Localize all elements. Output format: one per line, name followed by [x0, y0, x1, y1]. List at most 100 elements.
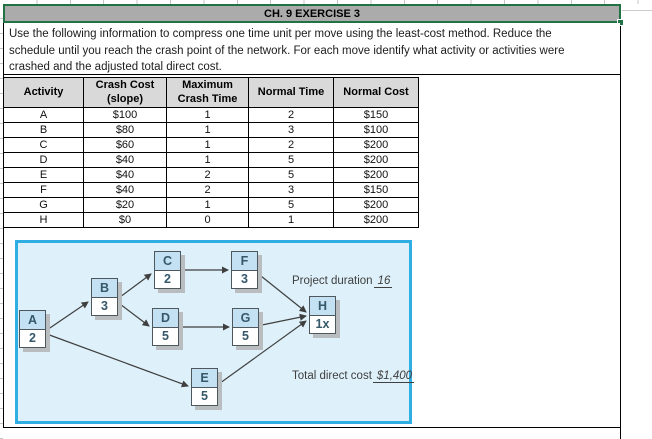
table-cell[interactable]: 3	[248, 182, 334, 198]
table-row: G $20 1 5 $200	[3, 197, 419, 213]
table-header-row: Activity Crash Cost (slope) Maximum Cras…	[3, 77, 419, 108]
edge-B-C	[115, 273, 152, 301]
table-cell[interactable]: 1	[166, 137, 249, 153]
node-E-duration: 5	[192, 387, 217, 405]
column-header-max-crash-time[interactable]: Maximum Crash Time	[166, 77, 249, 108]
table-row: D $40 1 5 $200	[3, 152, 419, 168]
table-cell[interactable]: $80	[83, 122, 167, 138]
table-cell[interactable]: C	[3, 137, 84, 153]
table-cell[interactable]: $100	[333, 122, 419, 138]
edge-A-B	[43, 301, 89, 333]
project-duration-value: 16	[373, 275, 393, 288]
node-G-duration: 5	[233, 327, 258, 345]
table-cell[interactable]: B	[3, 122, 84, 138]
edge-A-E	[43, 332, 189, 388]
table-cell[interactable]: F	[3, 182, 84, 198]
table-cell[interactable]: A	[3, 107, 84, 123]
row-gridline-ticks	[0, 4, 3, 439]
node-C-label: C	[155, 252, 180, 271]
column-gridline-ticks	[4, 0, 652, 4]
table-cell[interactable]: 5	[248, 197, 334, 213]
edge-F-H	[255, 271, 307, 313]
node-E-label: E	[192, 369, 217, 388]
table-cell[interactable]: E	[3, 167, 84, 183]
table-cell[interactable]: $200	[333, 167, 419, 183]
node-D-label: D	[153, 309, 178, 328]
node-A-duration: 2	[20, 329, 45, 347]
row-gridline	[622, 10, 652, 11]
table-row: C $60 1 2 $200	[3, 137, 419, 153]
table-cell[interactable]: 1	[166, 152, 249, 168]
table-cell[interactable]: $60	[83, 137, 167, 153]
region-right-border	[620, 22, 621, 439]
node-B-duration: 3	[92, 297, 117, 315]
table-cell[interactable]: 2	[166, 167, 249, 183]
node-F-duration: 3	[232, 270, 257, 288]
table-row: F $40 2 3 $150	[3, 182, 419, 198]
table-cell[interactable]: 3	[248, 122, 334, 138]
instructions-line: Use the following information to compres…	[9, 28, 552, 40]
edge-G-H	[256, 313, 307, 327]
table-row: E $40 2 5 $200	[3, 167, 419, 183]
table-row: A $100 1 2 $150	[3, 107, 419, 123]
table-cell[interactable]: $200	[333, 212, 419, 228]
table-cell[interactable]: 1	[166, 107, 249, 123]
node-F[interactable]: F 3	[231, 251, 258, 289]
instructions-line: crashed and the adjusted total direct co…	[9, 61, 222, 73]
network-diagram[interactable]: A 2 B 3 C 2 D 5 E 5 F 3 G 5 H 1x Project…	[15, 240, 415, 424]
node-B[interactable]: B 3	[91, 278, 118, 316]
table-cell[interactable]: $200	[333, 197, 419, 213]
node-H[interactable]: H 1x	[309, 296, 336, 334]
table-cell[interactable]: 5	[248, 167, 334, 183]
node-D[interactable]: D 5	[152, 308, 179, 346]
table-cell[interactable]: 1	[166, 122, 249, 138]
table-cell[interactable]: $40	[83, 167, 167, 183]
instructions-block[interactable]: Use the following information to compres…	[4, 23, 620, 75]
table-cell[interactable]: 0	[166, 212, 249, 228]
node-B-label: B	[92, 279, 117, 298]
total-direct-cost-value: $1,400	[372, 370, 415, 383]
table-cell[interactable]: $40	[83, 182, 167, 198]
table-cell[interactable]: G	[3, 197, 84, 213]
node-G-label: G	[233, 309, 258, 328]
table-cell[interactable]: D	[3, 152, 84, 168]
table-cell[interactable]: $20	[83, 197, 167, 213]
selection-fill-handle[interactable]	[617, 19, 624, 26]
node-F-label: F	[232, 252, 257, 271]
table-cell[interactable]: H	[3, 212, 84, 228]
total-direct-cost-text: Total direct cost	[292, 370, 372, 382]
node-G[interactable]: G 5	[232, 308, 259, 346]
table-cell[interactable]: $200	[333, 137, 419, 153]
table-cell[interactable]: $150	[333, 107, 419, 123]
table-cell[interactable]: $40	[83, 152, 167, 168]
edge-E-H	[215, 320, 307, 387]
table-cell[interactable]: 1	[248, 212, 334, 228]
table-cell[interactable]: $150	[333, 182, 419, 198]
column-header-crash-cost[interactable]: Crash Cost (slope)	[83, 77, 167, 108]
table-cell[interactable]: $0	[83, 212, 167, 228]
node-C-duration: 2	[155, 270, 180, 288]
column-header-normal-time[interactable]: Normal Time	[248, 77, 334, 108]
table-row: B $80 1 3 $100	[3, 122, 419, 138]
node-A-label: A	[20, 311, 45, 330]
instructions-line: schedule until you reach the crash point…	[9, 44, 565, 57]
table-cell[interactable]: 2	[166, 182, 249, 198]
column-header-normal-cost[interactable]: Normal Cost	[333, 77, 419, 108]
edge-B-D	[115, 300, 150, 327]
column-header-activity[interactable]: Activity	[3, 77, 84, 108]
table-cell[interactable]: 2	[248, 137, 334, 153]
node-H-label: H	[310, 297, 335, 316]
total-direct-cost-label: Total direct cost$1,400	[292, 370, 415, 383]
node-C[interactable]: C 2	[154, 251, 181, 289]
table-cell[interactable]: 2	[248, 107, 334, 123]
table-cell[interactable]: 1	[166, 197, 249, 213]
table-cell[interactable]: 5	[248, 152, 334, 168]
table-cell[interactable]: $200	[333, 152, 419, 168]
exercise-title-cell[interactable]: CH. 9 EXERCISE 3	[3, 4, 621, 23]
project-duration-text: Project duration	[292, 275, 373, 287]
region-bottom-border	[3, 427, 621, 428]
node-A[interactable]: A 2	[19, 310, 46, 348]
node-E[interactable]: E 5	[191, 368, 218, 406]
table-cell[interactable]: $100	[83, 107, 167, 123]
